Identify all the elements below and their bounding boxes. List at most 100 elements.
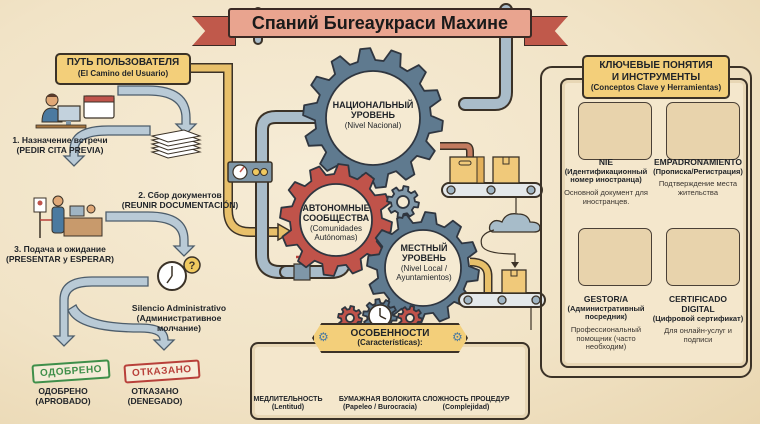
step-3-label: 3. Подача и ожидание (PRESENTAR y ESPERA… [0,244,120,264]
outcome-approved-sub: (APROBADO) [35,396,91,407]
gear-local-title2: УРОВЕНЬ [402,253,446,264]
person-computer-calendar-icon [35,93,115,129]
outcome-denied-title: ОТКАЗАНО [131,386,179,396]
concept-nie: NIE (Идентификационный номер иностранца)… [560,157,652,206]
step-3-title: 3. Подача и ожидание [14,244,106,254]
concept-empadronamiento-alt: (Прописка/Регистрация) [653,166,743,176]
concepts-title: КЛЮЧЕВЫЕ ПОНЯТИЯ [599,60,713,71]
feature-complexity-alt: (Complejidad) [442,404,490,412]
features-panel [250,342,530,420]
document-stack-icon [150,129,202,159]
gear-national-label: НАЦИОНАЛЬНЫЙ УРОВЕНЬ (Nivel Nacional) [330,100,416,130]
concept-certificado-alt: (Цифровой сертификат) [652,313,744,323]
gear-hub [405,313,415,323]
gear-autonomous-label: АВТОНОМНЫЕ СООБЩЕСТВА (Comunidades Autón… [300,203,372,242]
office-desk-icon [33,195,103,238]
step-2-title: 2. Сбор документов [138,190,222,200]
step-1-label: 1. Назначение встречи (PEDIR CITA PREVIA… [0,135,120,155]
step-1-title: 1. Назначение встречи [12,135,108,145]
concept-nie-desc: Основной документ для иностранцев. [564,188,648,206]
gear-local-label: МЕСТНЫЙ УРОВЕНЬ (Nivel Local / Ayuntamie… [386,243,462,282]
step-3-sub: (PRESENTAR y ESPERAR) [6,254,114,265]
flow-arrow-4-left [52,276,149,347]
cloud-icon [488,213,541,233]
step-2-label: 2. Сбор документов (REUNIR DOCUMENTACIÓN… [120,190,240,210]
flow-arrow-2 [62,125,151,167]
gear-national [302,47,444,189]
gear-local [366,211,480,325]
question-icon [183,256,201,274]
concept-empadronamiento: EMPADRONAMIENTO (Прописка/Регистрация) П… [652,157,744,198]
features-title: ОСОБЕННОСТИ [350,328,430,339]
concept-certificado-desc: Для онлайн-услуг и подписи [664,326,732,344]
gauge-control-box [227,161,273,183]
outcome-denied: ОТКАЗАНО (DENEGADO) [112,386,198,406]
concept-nie-name: NIE [598,157,614,167]
gear-hub [384,229,462,307]
gear-hub [299,183,373,257]
svg-text:?: ? [189,260,196,272]
gear-hub [325,70,421,166]
concept-gestor-alt: (Административный посредник) [567,303,645,322]
gear-icon: ⚙ [452,330,463,344]
feature-paperwork-name: БУМАЖНАЯ ВОЛОКИТА [338,396,422,403]
box-icon [492,156,520,184]
flow-arrow-1 [117,85,198,135]
clock-question-icon: ? [157,256,201,291]
feature-slowness: МЕДЛИТЕЛЬНОСТЬ (Lentitud) [243,396,333,413]
title-banner: Спаний Бureaукраси Махине [192,6,568,46]
features-header: ОСОБЕННОСТИ (Características): [312,323,468,353]
concepts-subtitle: (Conceptos Clave y Herramientas) [590,83,722,92]
concept-empadronamiento-name: EMPADRONAMIENTO [654,157,742,167]
gear-local-sub: (Nivel Local / [400,263,448,273]
outcome-approved-title: ОДОБРЕНО [38,386,88,396]
features-subtitle: (Características): [357,338,423,347]
gear-autonomous-title: АВТОНОМНЫЕ [302,203,370,213]
flow-arrows [52,85,198,351]
concept-gestor: GESTOR/A (Административный посредник) Пр… [560,294,652,352]
gear-autonomous-sub: (Comunidades [309,223,363,233]
gear-national-title: НАЦИОНАЛЬНЫЙ [332,100,414,110]
concept-nie-alt: (Идентификационный номер иностранца) [564,166,648,185]
feature-complexity-name: СЛОЖНОСТЬ ПРОЦЕДУР [422,396,510,403]
user-path-subtitle: (El Camino del Usuario) [77,68,169,78]
box-icon [501,269,527,294]
feature-complexity: СЛОЖНОСТЬ ПРОЦЕДУР (Complejidad) [421,396,511,413]
gear-autonomous [279,163,393,277]
user-path-title: ПУТЬ ПОЛЬЗОВАТЕЛЯ [66,57,180,68]
step-2-sub: (REUNIR DOCUMENTACIÓN) [121,200,239,211]
gear-hub [345,313,355,323]
concept-certificado: CERTIFICADO DIGITAL (Цифровой сертификат… [652,294,744,344]
page-title: Спаний Бureaукраси Махине [228,8,532,38]
step-1-sub: (PEDIR CITA PREVIA) [16,145,104,156]
feature-slowness-name: МЕДЛИТЕЛЬНОСТЬ [253,396,323,403]
outcome-approved: ОДОБРЕНО (APROBADO) [20,386,106,406]
concept-gestor-name: GESTOR/A [583,294,629,304]
concepts-panel [560,78,748,368]
step-4-label: Silencio Administrativo (Административно… [120,303,238,334]
gear-hub [396,195,410,209]
feature-slowness-alt: (Lentitud) [271,404,305,412]
outcome-denied-sub: (DENEGADO) [127,396,183,407]
gear-autonomous-title2: СООБЩЕСТВА [302,213,370,224]
flow-arrow-3 [105,211,196,257]
flow-arrow-4-right [67,304,176,351]
concepts-header: КЛЮЧЕВЫЕ ПОНЯТИЯ И ИНСТРУМЕНТЫ (Concepto… [582,55,730,99]
step-4-sub: (Административное молчание) [136,313,222,334]
tile-empadronamiento [666,102,740,160]
gear-national-title2: УРОВЕНЬ [351,110,395,121]
conveyor-bottom [458,269,546,308]
concepts-title2: И ИНСТРУМЕНТЫ [611,71,701,83]
feature-paperwork: БУМАЖНАЯ ВОЛОКИТА (Papeleo / Burocracia) [335,396,425,413]
gear-small-decorative [386,185,420,219]
concept-gestor-desc: Профессиональный помощник (часто необход… [570,325,642,352]
yellow-pipe-fill [187,64,286,236]
gear-local-title: МЕСТНЫЙ [400,243,448,253]
gear-autonomous-sub2: Autónomas) [314,232,358,242]
concept-empadronamiento-desc: Подтверждение места жительства [658,179,738,198]
gear-national-sub: (Nivel Nacional) [344,120,402,130]
concept-certificado-name: CERTIFICADO DIGITAL [668,294,728,314]
step-4-title: Silencio Administrativo [131,303,227,313]
gear-local-sub2: Ayuntamientos) [396,272,452,282]
